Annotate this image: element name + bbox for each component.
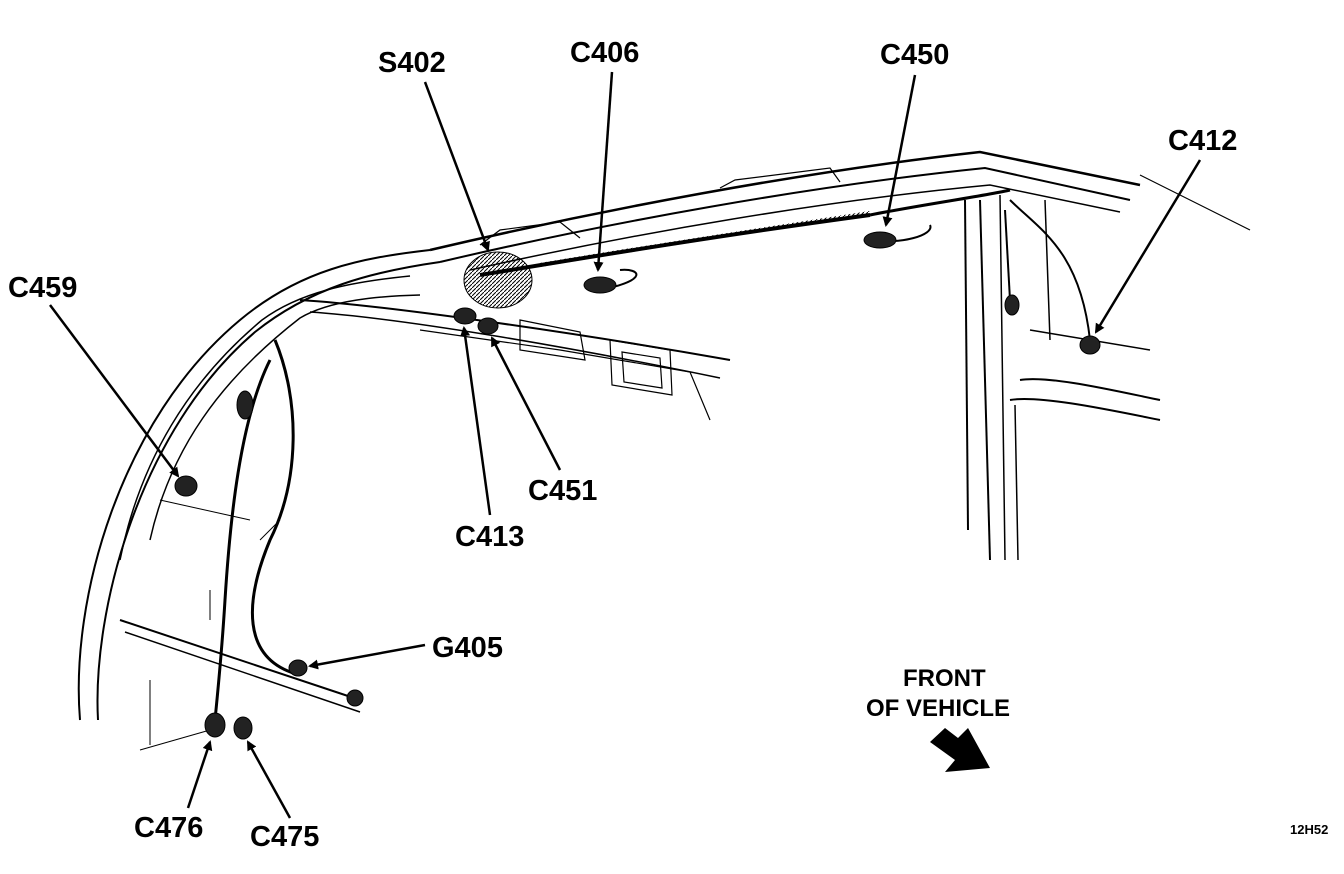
label-c476: C476 (134, 812, 203, 844)
connector-extra-1 (1004, 294, 1020, 316)
splice-s402-marker (463, 251, 533, 309)
leader-s402 (423, 81, 490, 252)
label-c413: C413 (455, 521, 524, 553)
label-c412: C412 (1168, 125, 1237, 157)
leader-c450 (882, 74, 917, 227)
figure-code: 12H52 (1290, 822, 1328, 837)
connector-c451-shape (477, 317, 499, 335)
leader-lines (48, 71, 1202, 819)
label-c475: C475 (250, 821, 319, 853)
label-s402: S402 (378, 47, 446, 79)
label-c451: C451 (528, 475, 597, 507)
connector-c475-shape (233, 716, 253, 740)
wiring-harness (213, 188, 1091, 721)
leader-c475 (246, 740, 292, 819)
label-c450: C450 (880, 39, 949, 71)
connector-c450-shape (863, 231, 897, 249)
label-g405: G405 (432, 632, 503, 664)
connector-c459-shape (174, 475, 198, 497)
leader-c451 (490, 336, 562, 471)
leader-g405 (308, 643, 426, 670)
leader-c406 (593, 71, 614, 272)
front-direction-arrow-icon (930, 728, 990, 772)
label-c406: C406 (570, 37, 639, 69)
ground-screw-icon (346, 689, 364, 707)
ground-g405-shape (288, 659, 308, 677)
front-of-vehicle-line1: FRONT (903, 665, 986, 692)
connector-c406-shape (583, 276, 617, 294)
label-c459: C459 (8, 272, 77, 304)
connector-symbols (174, 231, 1101, 740)
connector-c412-shape (1079, 335, 1101, 355)
connector-extra-2 (236, 390, 254, 420)
connector-c413-shape (453, 307, 477, 325)
leader-c476 (186, 740, 213, 809)
leader-c412 (1094, 159, 1202, 334)
connector-c476-shape (204, 712, 226, 738)
leader-c459 (48, 304, 180, 478)
vehicle-body-outline (77, 150, 1251, 751)
leader-c413 (460, 326, 492, 516)
front-of-vehicle-line2: OF VEHICLE (866, 695, 1010, 722)
